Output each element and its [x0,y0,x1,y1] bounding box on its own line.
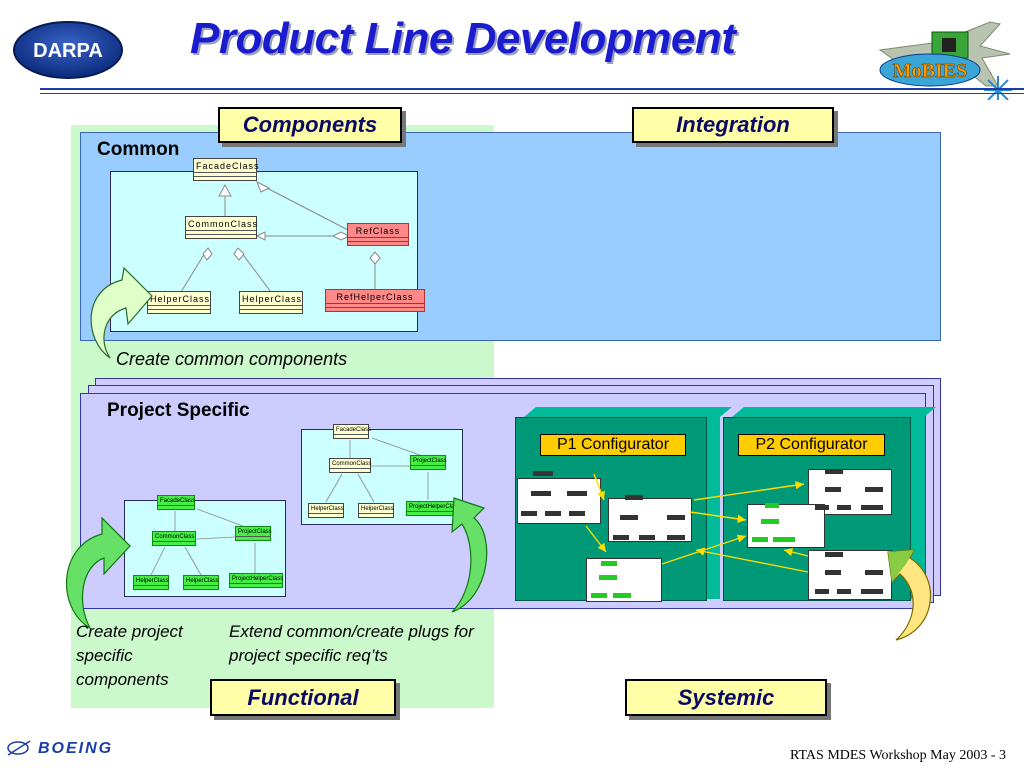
uml-class-name: CommonClass [188,219,259,229]
mini-diagram-details [521,469,883,598]
uml-class-name: FacadeClass [160,498,196,504]
p1-configurator-side [705,407,720,599]
caption-extend-common: Extend common/create plugs for project s… [229,622,474,665]
uml-class-common: CommonClass [185,216,257,239]
uml-class-name: RefClass [355,226,401,236]
uml-class-name: HelperClass [361,506,394,512]
uml-class-helper: HelperClass [358,503,394,518]
uml-connectors [150,508,256,576]
common-uml-diagram: FacadeClass CommonClass RefClass HelperC… [110,158,425,332]
p1-configurator-top [524,407,732,417]
uml-class-project: ProjectClass [410,455,447,470]
systemic-box: Systemic [625,679,827,716]
integration-arrows [585,473,809,573]
integration-header: Integration [632,107,834,143]
functional-box: Functional [210,679,396,716]
uml-class-ref-helper: RefHelperClass [325,289,425,312]
uml-class-facade: FacadeClass [333,424,372,439]
header-rule-thin [40,93,1024,94]
uml-class-facade: FacadeClass [157,495,195,510]
components-header: Components [218,107,402,143]
uml-class-common: CommonClass [329,458,371,473]
uml-class-name: ProjectHelperClass [409,504,461,510]
mobies-logo: MoBIES [878,21,1012,100]
uml-class-project: ProjectClass [235,526,272,541]
uml-class-name: CommonClass [155,534,195,540]
common-label: Common [97,139,180,160]
uml-class-facade: FacadeClass [193,158,260,181]
uml-class-name: RefHelperClass [336,292,414,302]
darpa-logo-text: DARPA [33,40,103,62]
p1-configurator-label: P1 Configurator [540,434,686,456]
uml-class-helper: HelperClass [308,503,344,518]
uml-class-helper: HelperClass [147,291,211,314]
uml-class-name: ProjectHelperClass [232,576,284,582]
caption-create-project: Create project specific components [76,622,183,689]
curved-arrow-icon [451,497,488,613]
uml-class-ref: RefClass [347,223,409,246]
uml-class-name: ProjectClass [413,458,447,464]
footer-text: RTAS MDES Workshop May 2003 - 3 [790,748,1006,763]
uml-class-project-helper: ProjectHelperClass [406,501,461,516]
mobies-logo-text: MoBIES [893,60,967,82]
boeing-logo: BOEING [7,740,113,757]
uml-class-common: CommonClass [152,531,196,546]
uml-class-name: FacadeClass [336,427,372,433]
darpa-logo: DARPA [13,21,123,79]
uml-class-name: HelperClass [242,294,303,304]
uml-class-helper: HelperClass [133,575,169,590]
uml-class-name: ProjectClass [238,529,272,535]
curved-arrow-icon [90,266,153,359]
uml-connectors [325,437,429,503]
uml-class-name: HelperClass [311,506,344,512]
uml-class-project-helper: ProjectHelperClass [229,573,283,588]
caption-create-common: Create common components [116,349,348,369]
uml-class-name: CommonClass [332,461,372,467]
project-specific-label: Project Specific [107,400,250,421]
curved-arrow-icon [65,516,131,630]
uml-class-name: HelperClass [136,578,169,584]
uml-class-name: HelperClass [186,578,219,584]
curved-arrow-icon [887,549,932,641]
mini-diagram [517,478,601,524]
project-uml-diagram-green: FacadeClass CommonClass ProjectClass Hel… [124,495,286,597]
boeing-logo-text: BOEING [38,740,113,757]
project-uml-diagram: FacadeClass CommonClass ProjectClass Hel… [301,424,463,525]
uml-class-name: FacadeClass [196,161,260,171]
page-title: Product Line Development [190,14,736,63]
p2-configurator-top [732,407,936,417]
uml-class-helper: HelperClass [239,291,303,314]
uml-class-name: HelperClass [150,294,211,304]
header-rule [40,88,1024,90]
p2-configurator-label: P2 Configurator [738,434,885,456]
uml-class-helper: HelperClass [183,575,219,590]
